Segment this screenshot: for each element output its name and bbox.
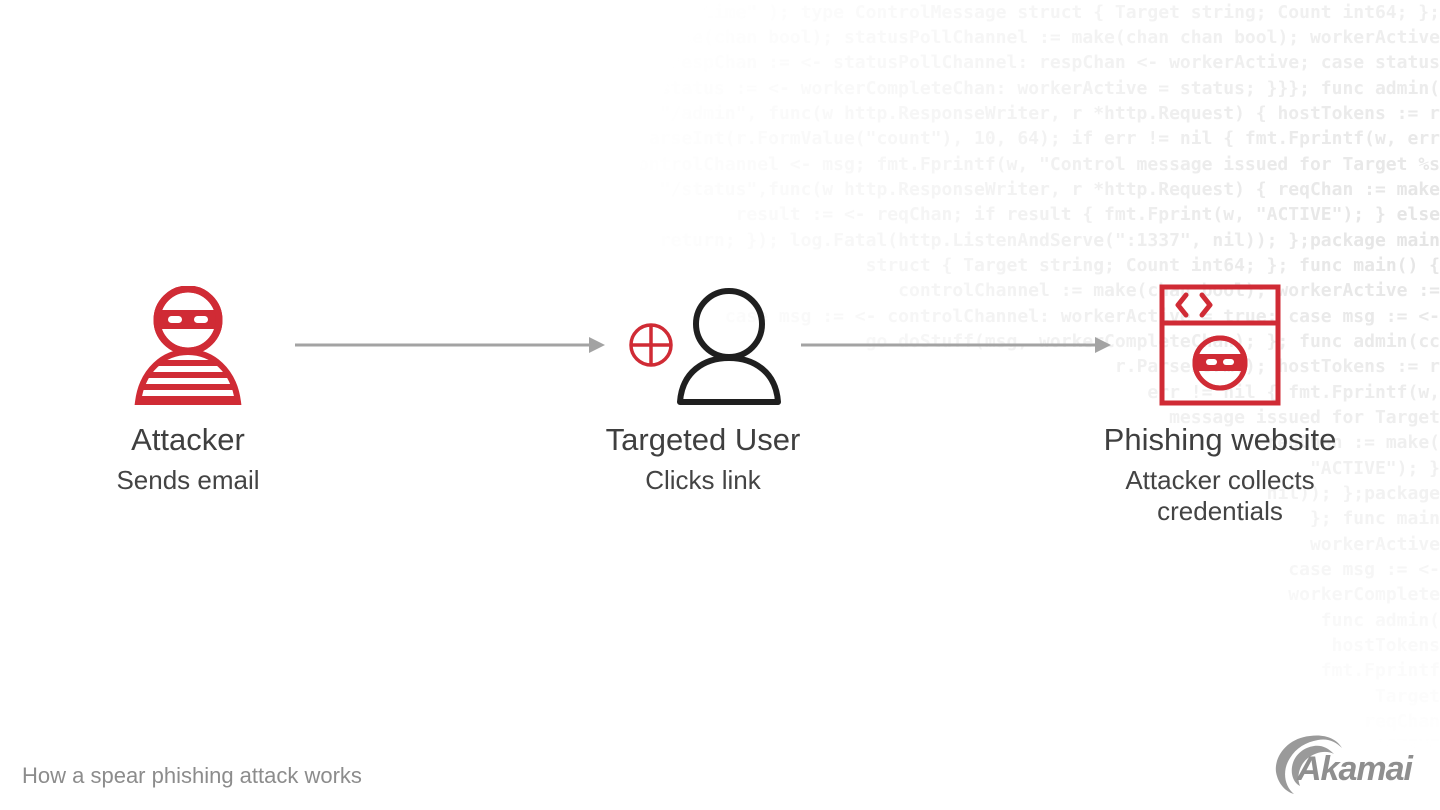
flow-arrow <box>801 337 1111 353</box>
code-line: Target <box>1374 686 1440 707</box>
targeted-user-subtitle: Clicks link <box>645 465 761 495</box>
code-line: case msg := <- controlChannel: workerAct… <box>724 306 1440 327</box>
code-line: func admin( <box>1320 610 1440 631</box>
code-line: import ( "strings"; "time" ); type Contr… <box>475 2 1440 23</box>
phishing-website-node: Phishing website Attacker collects crede… <box>1080 422 1360 527</box>
code-line: "/admin", func(w http.ResponseWriter, r … <box>659 103 1440 124</box>
malicious-website-icon <box>1159 284 1281 406</box>
attacker-title: Attacker <box>131 422 245 457</box>
code-line: fmt.Fprintf <box>1320 660 1440 681</box>
code-line: controlChannel <- msg; fmt.Fprintf(w, "C… <box>627 154 1440 175</box>
phishing-website-subtitle: Attacker collects credentials <box>1125 465 1315 526</box>
user-icon <box>677 288 781 405</box>
code-line: case respChan := <- statusPollChannel: r… <box>616 52 1440 73</box>
flow-arrow <box>295 337 605 353</box>
masked-attacker-icon <box>134 286 242 405</box>
code-line: struct { Target string; Count int64; }; … <box>865 255 1440 276</box>
code-line: result := <- reqChan; if result { fmt.Fp… <box>735 204 1440 225</box>
akamai-logo-icon <box>1275 735 1342 794</box>
code-line: workerComplete <box>1288 584 1440 605</box>
targeted-user-title: Targeted User <box>605 422 801 457</box>
code-line: return; }); log.Fatal(http.ListenAndServ… <box>659 230 1440 251</box>
code-line: strconv.ParseInt(r.FormValue("count"), 1… <box>551 128 1440 149</box>
targeted-user-node: Targeted User Clicks link <box>573 422 833 496</box>
code-line: controlChannel := make(chan bool); statu… <box>464 27 1440 48</box>
code-line: status := <- workerCompleteChan: workerA… <box>659 78 1440 99</box>
code-line: "/status",func(w http.ResponseWriter, r … <box>659 179 1440 200</box>
phishing-website-title: Phishing website <box>1103 422 1337 457</box>
attacker-subtitle: Sends email <box>116 465 260 495</box>
attacker-node: Attacker Sends email <box>88 422 288 496</box>
diagram-caption: How a spear phishing attack works <box>22 763 362 788</box>
code-line: workerActive <box>1309 534 1440 555</box>
code-line: hostTokens <box>1331 635 1440 656</box>
code-line: case msg := <- <box>1288 559 1440 580</box>
akamai-logo-text: Akamai <box>1297 750 1413 788</box>
crosshair-icon <box>629 323 673 367</box>
